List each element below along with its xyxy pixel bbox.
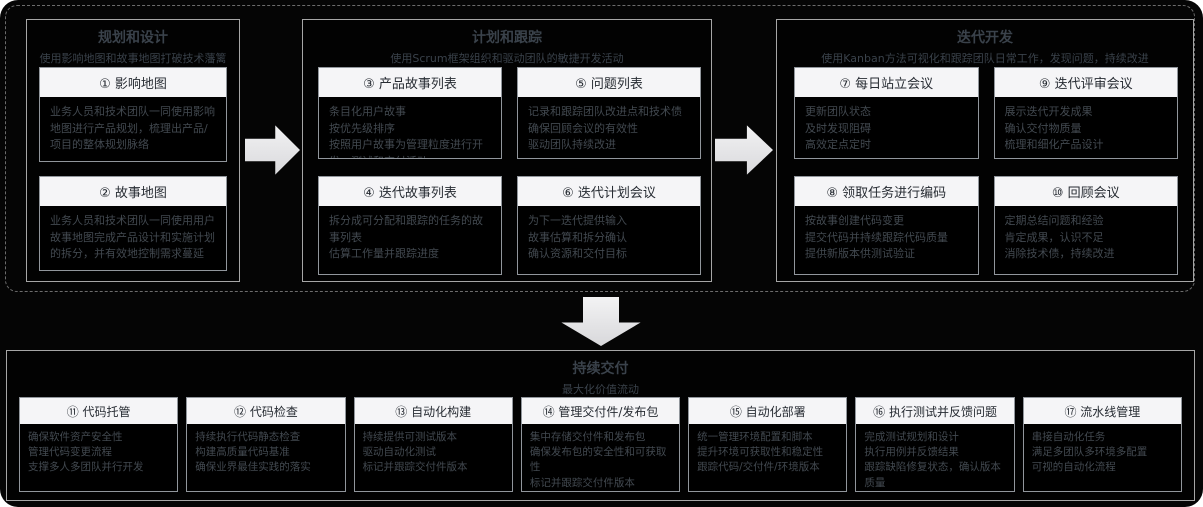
step-box-body: 确保软件资产安全性 管理代码变更流程 支撑多人多团队并行开发	[28, 431, 144, 474]
phase-continuous-delivery: 持续交付 最大化价值流动 ⑪ 代码托管 确保软件资产安全性 管理代码变更流程 支…	[6, 350, 1195, 501]
phase-subtitle: 使用影响地图和故事地图打破技术藩篱	[39, 52, 227, 65]
step-box-sprint-planning: ⑥ 迭代计划会议 为下一迭代提供输入 故事估算和拆分确认 确认资源和交付目标	[517, 176, 701, 275]
step-box-body: 统一管理环境配置和脚本 提升环境可获取性和稳定性 跟踪代码/交付件/环境版本	[697, 431, 824, 474]
step-box-auto-build: ⑬ 自动化构建 持续提供可测试版本 驱动自动化测试 标记并跟踪交付件版本	[353, 397, 513, 492]
step-box-title: ⑦ 每日站立会议	[795, 68, 978, 97]
step-box-body: 记录和跟踪团队改进点和技术债 确保回顾会议的有效性 驱动团队持续改进	[528, 105, 682, 151]
step-box-sprint-backlog: ④ 迭代故事列表 拆分成可分配和跟踪的任务的故事列表 估算工作量并跟踪进度	[318, 176, 502, 275]
step-box-body: 集中存储交付件和发布包 确保发布包的安全性和可获取性 标记并跟踪交付件版本	[529, 431, 667, 489]
step-box-title: ① 影响地图	[40, 68, 226, 97]
step-box-title: ⑨ 迭代评审会议	[994, 68, 1177, 97]
phase-subtitle: 使用Kanban方法可视化和跟踪团队日常工作，发现问题，持续改进	[821, 52, 1149, 65]
phase-plan-track: 计划和跟踪 使用Scrum框架组织和驱动团队的敏捷开发活动 ③ 产品故事列表 条…	[302, 19, 712, 282]
phase-iterative-dev: 迭代开发 使用Kanban方法可视化和跟踪团队日常工作，发现问题，持续改进 ⑦ …	[776, 19, 1194, 282]
step-box-title: ⑮ 自动化部署	[689, 398, 847, 424]
phase-boxes: ① 影响地图 业务人员和技术团队一同使用影响地图进行产品规划，梳理出产品/项目的…	[39, 67, 227, 271]
step-box-test-feedback: ⑯ 执行测试并反馈问题 完成测试规划和设计 执行用例并反馈结果 跟踪缺陷修复状态…	[855, 397, 1015, 492]
step-box-title: ⑤ 问题列表	[518, 68, 700, 97]
step-box-auto-deploy: ⑮ 自动化部署 统一管理环境配置和脚本 提升环境可获取性和稳定性 跟踪代码/交付…	[688, 397, 848, 492]
step-box-title: ② 故事地图	[40, 177, 226, 206]
step-box-title: ⑬ 自动化构建	[354, 398, 512, 424]
step-box-body: 拆分成可分配和跟踪的任务的故事列表 估算工作量并跟踪进度	[329, 214, 483, 260]
step-box-body: 按故事创建代码变更 提交代码并持续跟踪代码质量 提供新版本供测试验证	[805, 214, 948, 260]
step-box-title: ⑭ 管理交付件/发布包	[521, 398, 680, 424]
step-box-body: 持续提供可测试版本 驱动自动化测试 标记并跟踪交付件版本	[362, 431, 468, 474]
step-box-title: ⑥ 迭代计划会议	[518, 177, 700, 206]
step-box-title: ⑰ 流水线管理	[1023, 398, 1181, 424]
step-box-title: ⑪ 代码托管	[20, 398, 178, 424]
phase-boxes: ⑪ 代码托管 确保软件资产安全性 管理代码变更流程 支撑多人多团队并行开发 ⑫ …	[19, 397, 1182, 492]
phase-title: 计划和跟踪	[472, 30, 542, 46]
step-box-body: 串接自动化任务 满足多团队多环境多配置 可视的自动化流程	[1031, 431, 1148, 474]
step-box-body: 更新团队状态 及时发现阻碍 高效定点定时	[805, 105, 871, 151]
phase-plan-design: 规划和设计 使用影响地图和故事地图打破技术藩篱 ① 影响地图 业务人员和技术团队…	[26, 19, 240, 282]
step-box-pipeline-mgmt: ⑰ 流水线管理 串接自动化任务 满足多团队多环境多配置 可视的自动化流程	[1022, 397, 1182, 492]
arrow-down-icon	[561, 297, 641, 346]
step-box-impact-map: ① 影响地图 业务人员和技术团队一同使用影响地图进行产品规划，梳理出产品/项目的…	[39, 67, 227, 162]
step-box-story-map: ② 故事地图 业务人员和技术团队一同使用用户故事地图完成产品设计和实施计划的拆分…	[39, 176, 227, 271]
phase-title: 迭代开发	[957, 30, 1013, 46]
step-box-body: 为下一迭代提供输入 故事估算和拆分确认 确认资源和交付目标	[528, 214, 627, 260]
phase-boxes: ③ 产品故事列表 条目化用户故事 按优先级排序 按照用户故事为管理粒度进行开发，…	[318, 67, 701, 275]
step-box-title: ③ 产品故事列表	[319, 68, 501, 97]
phase-title: 规划和设计	[98, 30, 168, 46]
step-box-body: 业务人员和技术团队一同使用影响地图进行产品规划，梳理出产品/项目的整体规划脉络	[50, 105, 215, 151]
step-box-body: 定期总结问题和经验 肯定成果，认识不足 消除技术债，持续改进	[1004, 214, 1115, 260]
phase-boxes: ⑦ 每日站立会议 更新团队状态 及时发现阻碍 高效定点定时 ⑨ 迭代评审会议 展…	[794, 67, 1178, 275]
step-box-retrospective: ⑩ 回顾会议 定期总结问题和经验 肯定成果，认识不足 消除技术债，持续改进	[993, 176, 1178, 275]
phase-subtitle: 最大化价值流动	[562, 383, 639, 396]
step-box-body: 条目化用户故事 按优先级排序 按照用户故事为管理粒度进行开发，测试和交付活动	[329, 105, 483, 158]
step-box-body: 完成测试规划和设计 执行用例并反馈结果 跟踪缺陷修复状态，确认版本质量	[864, 431, 1001, 489]
step-box-code-hosting: ⑪ 代码托管 确保软件资产安全性 管理代码变更流程 支撑多人多团队并行开发	[19, 397, 179, 492]
phase-subtitle: 使用Scrum框架组织和驱动团队的敏捷开发活动	[390, 52, 624, 65]
step-box-title: ④ 迭代故事列表	[319, 177, 501, 206]
phase-title: 持续交付	[572, 361, 629, 377]
step-box-body: 展示迭代开发成果 确认交付物质量 梳理和细化产品设计	[1004, 105, 1104, 151]
step-box-title: ⑧ 领取任务进行编码	[795, 177, 978, 206]
arrow-right-icon	[245, 125, 300, 175]
step-box-title: ⑫ 代码检查	[187, 398, 345, 424]
step-box-code-check: ⑫ 代码检查 持续执行代码静态检查 构建高质量代码基准 确保业界最佳实践的落实	[186, 397, 346, 492]
step-box-body: 业务人员和技术团队一同使用用户故事地图完成产品设计和实施计划的拆分，并有效地控制…	[50, 214, 215, 260]
step-box-product-backlog: ③ 产品故事列表 条目化用户故事 按优先级排序 按照用户故事为管理粒度进行开发，…	[318, 67, 502, 159]
step-box-body: 持续执行代码静态检查 构建高质量代码基准 确保业界最佳实践的落实	[195, 431, 311, 474]
step-box-artifact-release: ⑭ 管理交付件/发布包 集中存储交付件和发布包 确保发布包的安全性和可获取性 标…	[520, 397, 681, 492]
step-box-sprint-review: ⑨ 迭代评审会议 展示迭代开发成果 确认交付物质量 梳理和细化产品设计	[993, 67, 1178, 159]
step-box-daily-standup: ⑦ 每日站立会议 更新团队状态 及时发现阻碍 高效定点定时	[794, 67, 979, 159]
step-box-title: ⑯ 执行测试并反馈问题	[856, 398, 1014, 424]
step-box-claim-task-coding: ⑧ 领取任务进行编码 按故事创建代码变更 提交代码并持续跟踪代码质量 提供新版本…	[794, 176, 979, 275]
arrow-right-icon	[715, 125, 773, 175]
top-phase-group: 规划和设计 使用影响地图和故事地图打破技术藩篱 ① 影响地图 业务人员和技术团队…	[5, 5, 1195, 292]
step-box-title: ⑩ 回顾会议	[994, 177, 1177, 206]
step-box-issue-list: ⑤ 问题列表 记录和跟踪团队改进点和技术债 确保回顾会议的有效性 驱动团队持续改…	[517, 67, 701, 159]
